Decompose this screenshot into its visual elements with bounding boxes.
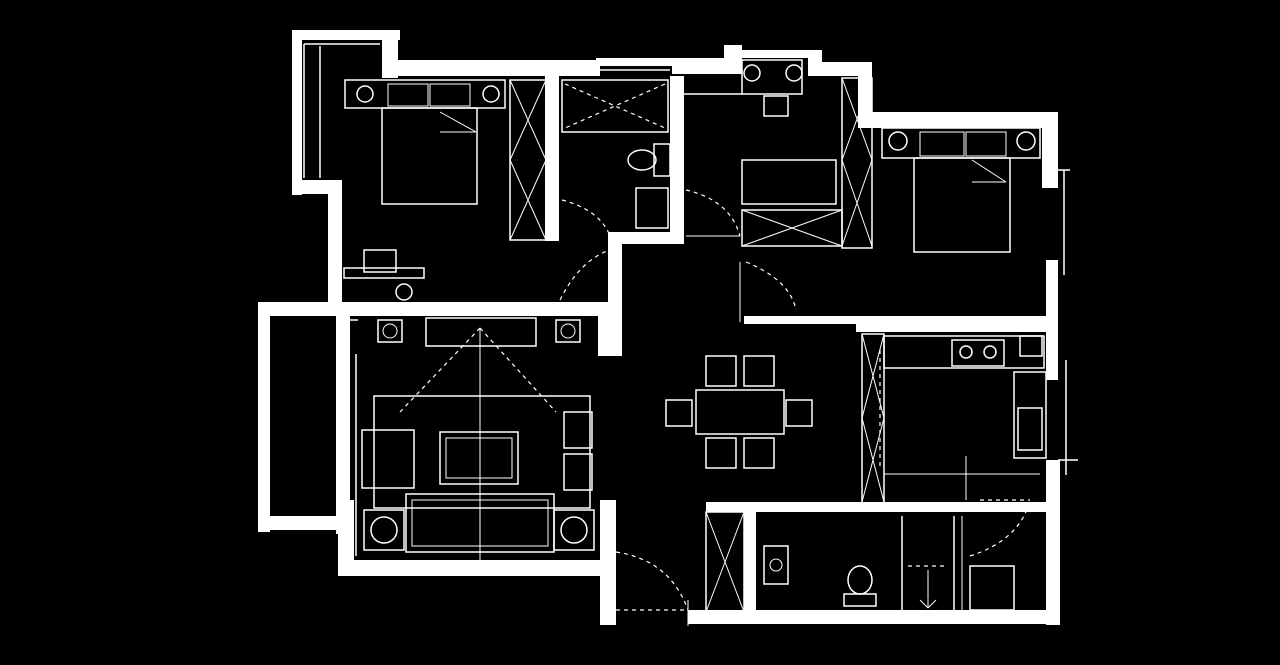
bedroom-3 (739, 127, 1041, 322)
bedroom-2 (684, 59, 873, 249)
dining-area (665, 355, 813, 469)
outer-walls (258, 30, 1060, 625)
interior-walls (545, 76, 1048, 612)
windows (260, 36, 1078, 529)
living-room (344, 249, 611, 560)
bathroom-1 (561, 79, 671, 237)
kitchen (861, 333, 1047, 557)
entry-door (615, 551, 689, 626)
bathroom-2 (705, 511, 1015, 613)
bedroom-1 (343, 79, 547, 301)
